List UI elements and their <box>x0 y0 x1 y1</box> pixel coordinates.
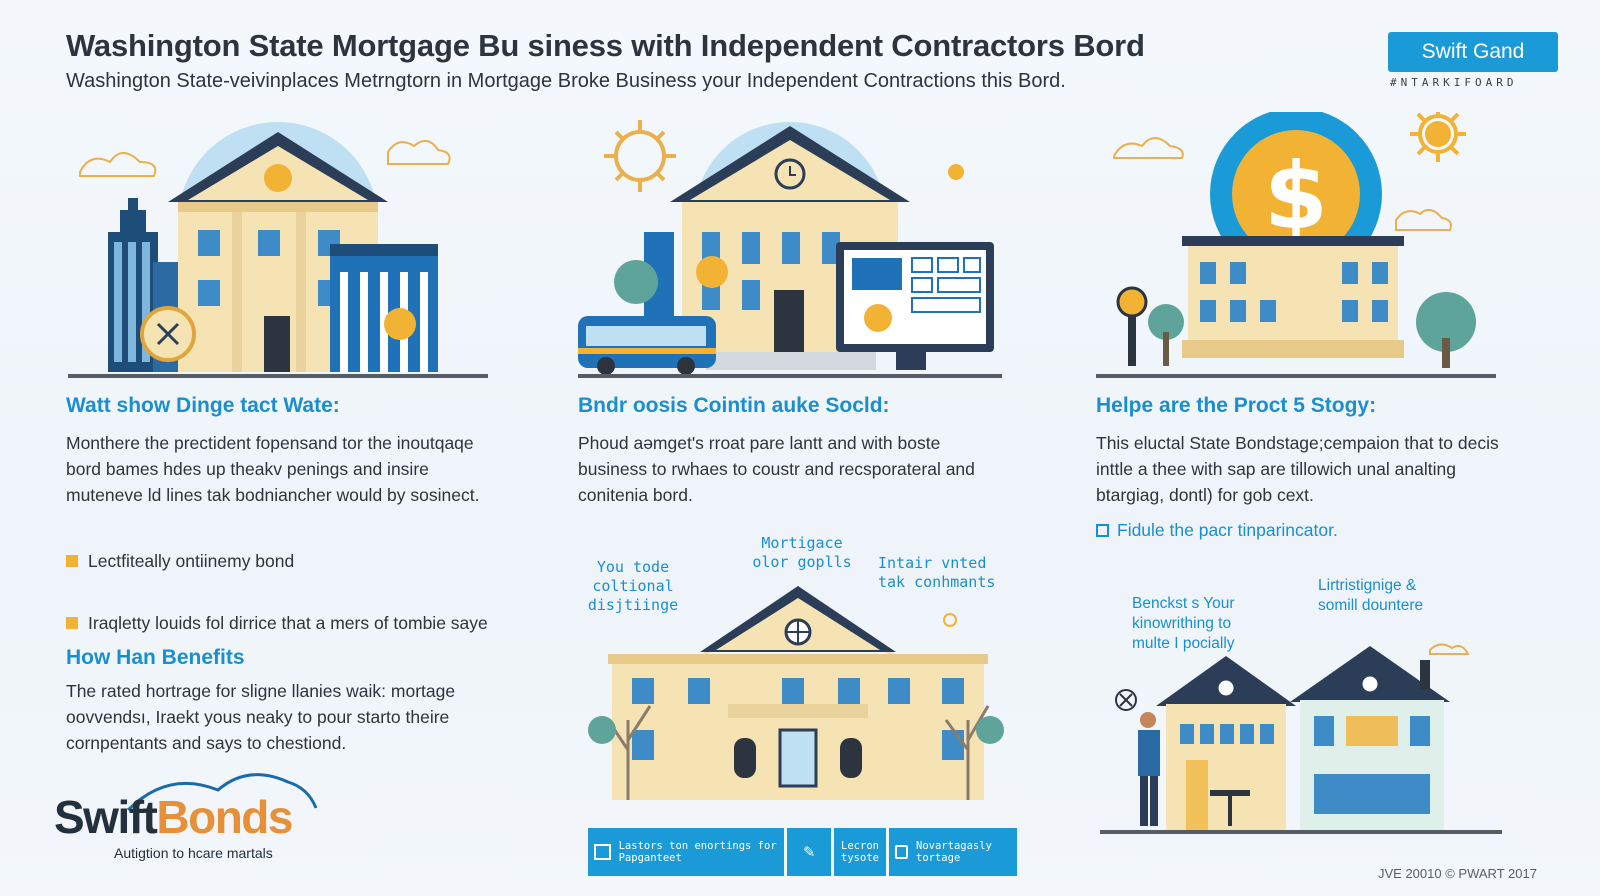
bullet-square-icon <box>66 555 78 567</box>
bullet-square-icon <box>66 617 78 629</box>
logo-part-1: Swift <box>54 791 158 843</box>
column-3-link[interactable]: Fidule the pacr tinparincator. <box>1096 520 1338 541</box>
checkbox-icon <box>1096 524 1109 537</box>
callout-right: Intair vnted tak conhmants <box>878 554 996 591</box>
lock-icon <box>895 845 909 859</box>
logo-arc-icon <box>120 772 320 812</box>
callout-left: You tode coltional disjtiinge <box>587 558 679 614</box>
footer-copyright: JVE 20010 © PWART 2017 <box>1378 866 1537 881</box>
banner-label: Lecron tysote <box>841 840 879 864</box>
link-text: Fidule the pacr tinparincator. <box>1117 520 1338 540</box>
column-2-paragraph: Phoud aəmget's rroat pare lantt and with… <box>578 433 975 505</box>
banner-cell-documents[interactable]: Lastors ton enortings for Papganteet <box>588 828 784 876</box>
dollar-building-icon: $ <box>1113 112 1476 368</box>
illustration-bank-buildings <box>68 112 488 378</box>
column-1-subheading: How Han Benefits <box>66 646 245 669</box>
pen-icon: ✎ <box>803 841 815 862</box>
column-1-subparagraph: The rated hortrage for sligne llanies wa… <box>66 681 456 753</box>
brand-badge-button[interactable]: Swift Gand <box>1388 32 1558 72</box>
houses-icon <box>1115 643 1470 830</box>
banner-label: Lastors ton enortings for Papganteet <box>618 840 777 864</box>
page-subtitle: Washington State-veivinplaces Metrngtorn… <box>66 70 1066 92</box>
column-2-heading: Bndr oosis Cointin auke Socld: <box>578 394 890 417</box>
callout-center: Mortigace olor goplls <box>752 534 852 571</box>
feature-banner: Lastors ton enortings for Papganteet ✎ L… <box>588 828 1018 876</box>
logo-part-2: Bonds <box>156 791 293 843</box>
bank-buildings-icon <box>79 122 451 372</box>
banner-cell-pen[interactable]: ✎ <box>787 828 831 876</box>
page-title: Washington State Mortgage Bu siness with… <box>66 28 1145 63</box>
column-3-heading: Helpe are the Proct 5 Stogy: <box>1096 394 1377 417</box>
illustration-bank-bus-screen <box>578 112 1002 378</box>
callout-lirtristignige: Lirtristignige & somill dountere <box>1318 577 1424 614</box>
banner-cell-lecron[interactable]: Lecron tysote <box>834 828 886 876</box>
column-1-bullet-2: Iraqletty louids fol dirrice that a mers… <box>66 610 506 636</box>
bank-bus-screen-icon <box>578 120 994 374</box>
callout-benckst: Benckst s Your kinowrithing to multe I p… <box>1132 595 1235 652</box>
column-1-paragraph: Monthere the prectident fopensand tor th… <box>66 433 480 505</box>
column-3-paragraph: This eluctal State Bondstage;cempaion th… <box>1096 433 1499 505</box>
mansion-icon <box>588 586 1004 800</box>
illustration-dollar-building: $ <box>1096 112 1496 378</box>
column-1-heading: Watt show Dinge tact Wate: <box>66 394 340 417</box>
document-icon <box>594 844 611 860</box>
swiftbonds-logo: SwiftBonds <box>54 790 293 844</box>
svg-text:$: $ <box>1264 143 1328 250</box>
banner-label: Novartagasly tortage <box>916 840 992 864</box>
illustration-houses <box>1100 640 1502 834</box>
illustration-mansion <box>588 580 1008 812</box>
banner-cell-lock[interactable]: Novartagasly tortage <box>889 828 1017 876</box>
bullet-text: Lectfiteally ontiinemy bond <box>88 551 295 571</box>
brand-tag: #NTARKIFOARD <box>1390 76 1518 89</box>
logo-tagline: Autigtion to hcare martals <box>114 845 273 861</box>
column-1-bullet-1: Lectfiteally ontiinemy bond <box>66 548 506 574</box>
bullet-text: Iraqletty louids fol dirrice that a mers… <box>88 613 488 633</box>
